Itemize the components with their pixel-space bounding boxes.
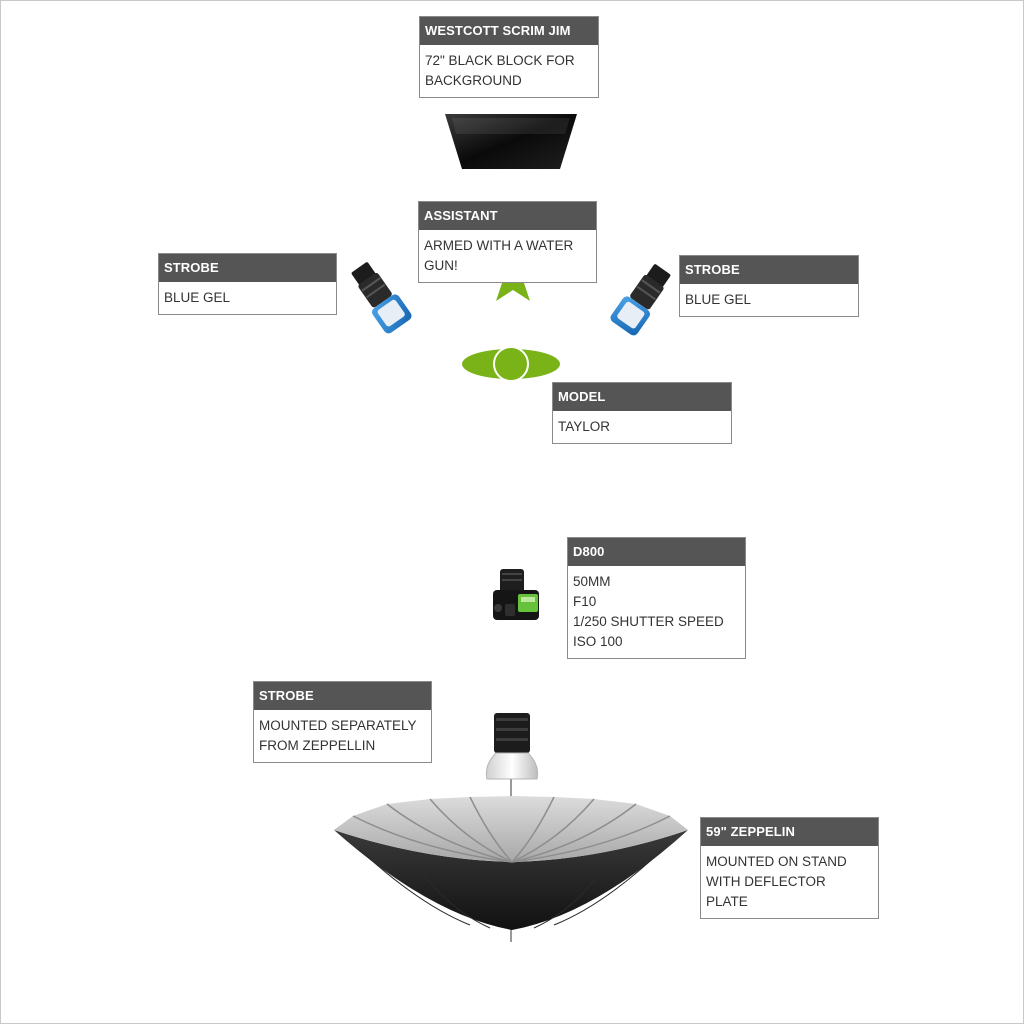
label-line: 1/250 SHUTTER SPEED: [573, 614, 724, 629]
label-line: BLUE GEL: [685, 292, 752, 307]
label-line: GUN!: [424, 258, 458, 273]
label-line: 72" BLACK BLOCK FOR: [425, 53, 575, 68]
label-line: ISO 100: [573, 634, 623, 649]
dslr-camera-icon: [493, 569, 539, 620]
label-assistant: ASSISTANT ARMED WITH A WATER GUN!: [418, 201, 597, 283]
label-title: WESTCOTT SCRIM JIM: [420, 17, 598, 45]
label-body: TAYLOR: [553, 411, 731, 442]
label-title: STROBE: [159, 254, 336, 282]
strobe-left-icon: [351, 262, 412, 334]
label-body: MOUNTED SEPARATELY FROM ZEPPELLIN: [254, 710, 431, 761]
label-title: 59" ZEPPELIN: [701, 818, 878, 846]
label-line: MOUNTED ON STAND: [706, 854, 847, 869]
label-line: TAYLOR: [558, 419, 611, 434]
strobe-right-icon: [610, 264, 671, 336]
label-line: WITH DEFLECTOR: [706, 874, 826, 889]
label-camera: D800 50MM F10 1/250 SHUTTER SPEED ISO 10…: [567, 537, 746, 659]
label-body: BLUE GEL: [159, 282, 336, 313]
label-title: D800: [568, 538, 745, 566]
label-strobe-right: STROBE BLUE GEL: [679, 255, 859, 317]
label-strobe-bottom: STROBE MOUNTED SEPARATELY FROM ZEPPELLIN: [253, 681, 432, 763]
label-strobe-left: STROBE BLUE GEL: [158, 253, 337, 315]
label-body: ARMED WITH A WATER GUN!: [419, 230, 596, 281]
black-scrim-icon: [445, 114, 577, 169]
label-line: BACKGROUND: [425, 73, 522, 88]
label-title: STROBE: [680, 256, 858, 284]
label-body: MOUNTED ON STAND WITH DEFLECTOR PLATE: [701, 846, 878, 917]
label-model: MODEL TAYLOR: [552, 382, 732, 444]
label-line: BLUE GEL: [164, 290, 231, 305]
label-title: MODEL: [553, 383, 731, 411]
label-zeppelin: 59" ZEPPELIN MOUNTED ON STAND WITH DEFLE…: [700, 817, 879, 919]
label-scrim: WESTCOTT SCRIM JIM 72" BLACK BLOCK FOR B…: [419, 16, 599, 98]
label-line: FROM ZEPPELLIN: [259, 738, 376, 753]
label-body: 72" BLACK BLOCK FOR BACKGROUND: [420, 45, 598, 96]
label-body: BLUE GEL: [680, 284, 858, 315]
label-line: 50MM: [573, 574, 611, 589]
label-title: STROBE: [254, 682, 431, 710]
green-person-icon: [462, 346, 560, 382]
label-line: MOUNTED SEPARATELY: [259, 718, 417, 733]
umbrella-reflector-icon: [334, 779, 688, 942]
label-title: ASSISTANT: [419, 202, 596, 230]
strobe-bottom-icon: [485, 713, 539, 780]
label-line: F10: [573, 594, 597, 609]
label-line: PLATE: [706, 894, 748, 909]
label-body: 50MM F10 1/250 SHUTTER SPEED ISO 100: [568, 566, 745, 657]
label-line: ARMED WITH A WATER: [424, 238, 574, 253]
